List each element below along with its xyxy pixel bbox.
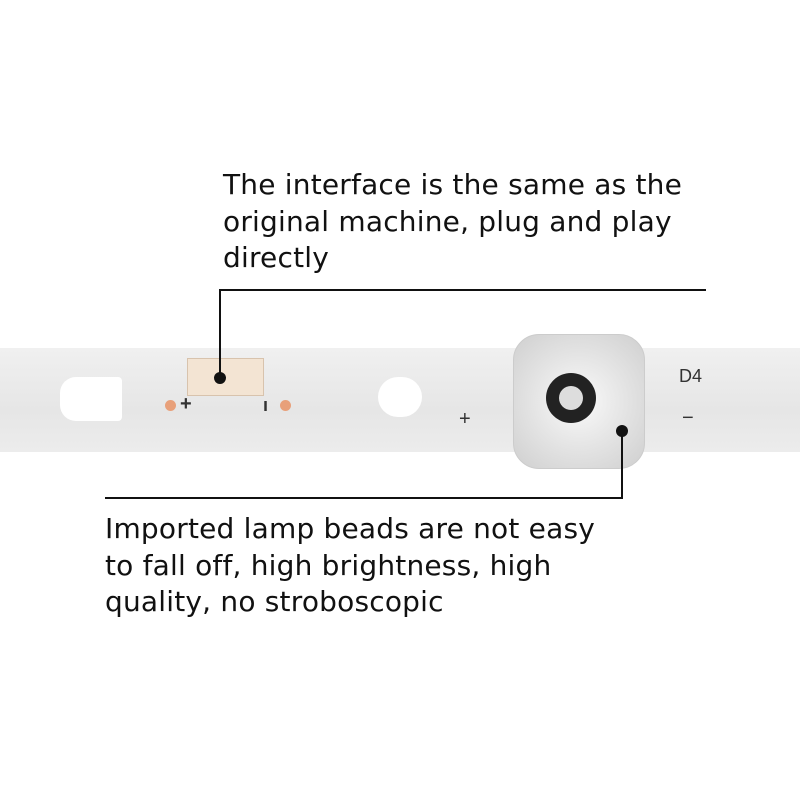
callout-line-top-vertical bbox=[219, 289, 221, 377]
led-plus-label: + bbox=[459, 408, 471, 430]
caption-line: The interface is the same as the bbox=[223, 168, 683, 201]
callout-dot-bottom bbox=[616, 425, 628, 437]
mounting-hole bbox=[378, 377, 422, 417]
callout-line-bottom bbox=[105, 497, 623, 499]
lamp-beads-caption: Imported lamp beads are not easy to fall… bbox=[105, 511, 595, 621]
led-minus-label: − bbox=[682, 407, 694, 429]
caption-line: Imported lamp beads are not easy bbox=[105, 512, 596, 545]
connector-minus-label: ı bbox=[263, 395, 269, 415]
callout-dot-top bbox=[214, 372, 226, 384]
caption-line: original machine, plug and play bbox=[223, 204, 672, 238]
led-bead bbox=[546, 373, 596, 423]
interface-caption: The interface is the same as the origina… bbox=[223, 167, 682, 277]
caption-line: directly bbox=[223, 241, 329, 274]
callout-line-top bbox=[219, 289, 706, 291]
solder-pad bbox=[280, 400, 291, 411]
mounting-hole bbox=[60, 377, 122, 421]
callout-line-bottom-vertical bbox=[621, 431, 623, 499]
connector-plus-label: + bbox=[180, 393, 192, 415]
led-id-label: D4 bbox=[679, 366, 703, 386]
caption-line: to fall off, high brightness, high bbox=[105, 548, 552, 582]
caption-line: quality, no stroboscopic bbox=[105, 585, 444, 618]
solder-pad bbox=[165, 400, 176, 411]
